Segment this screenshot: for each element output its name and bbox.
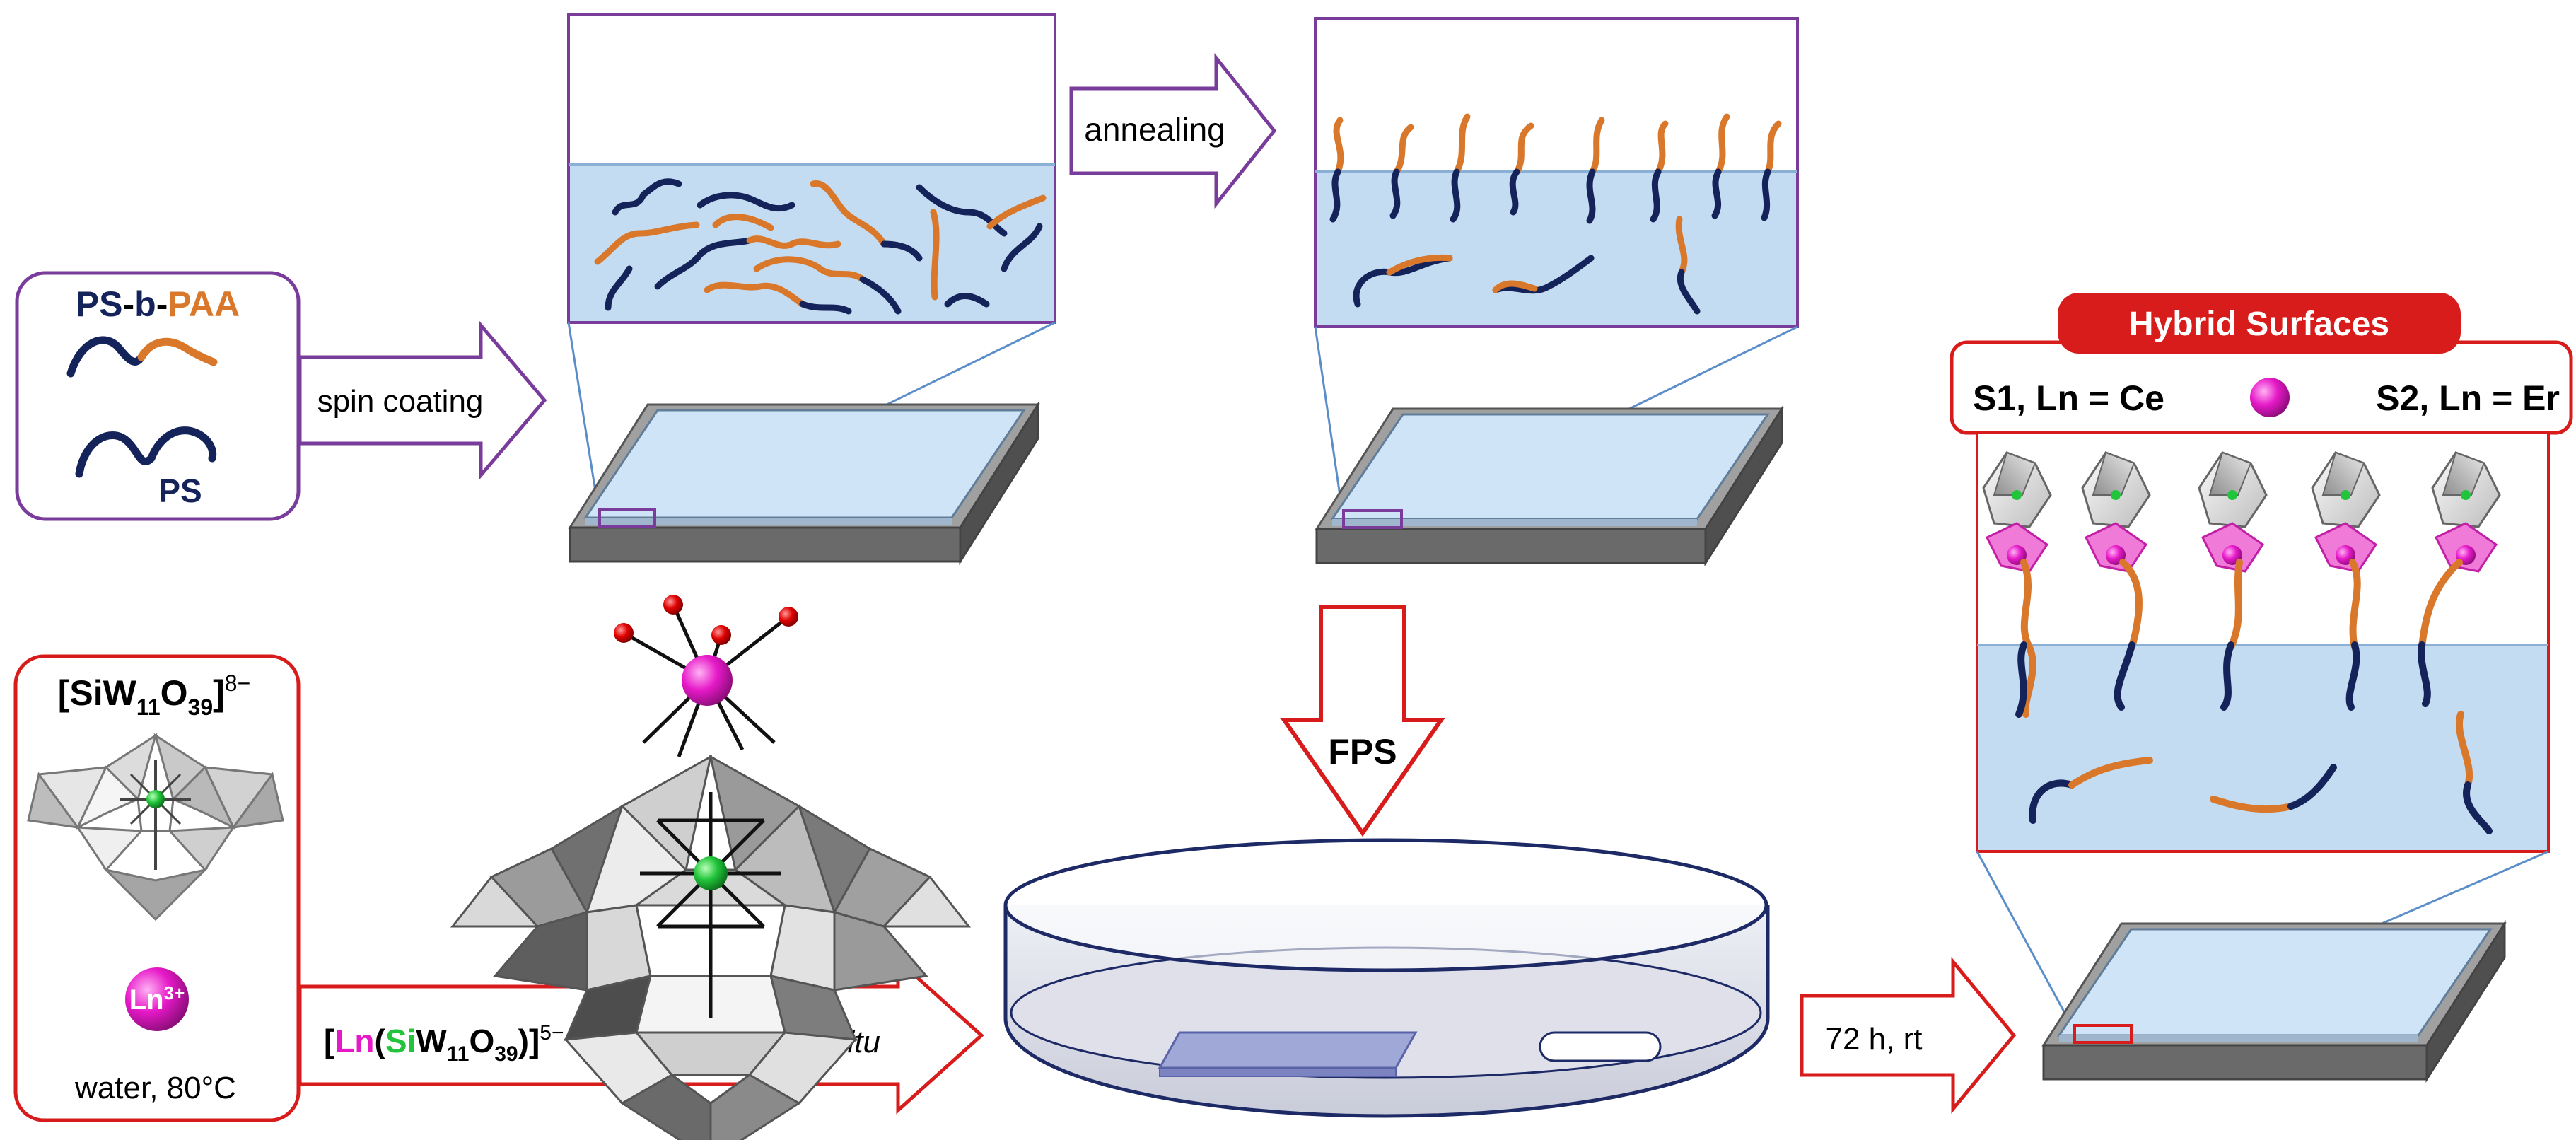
anchored-pom-1: [1982, 451, 2052, 718]
zoom-line: [1976, 851, 2077, 1033]
hybrid-title: Hybrid Surfaces: [2129, 306, 2389, 343]
s2-label: S2, Ln = Er: [2376, 378, 2560, 418]
zoom-line: [567, 322, 601, 518]
anchored-pom-2: [2081, 451, 2151, 711]
substrate-1: [568, 400, 1040, 566]
copolymer-title: PS-b-PAA: [76, 284, 240, 324]
oxygen-atom-icon: [711, 625, 731, 645]
silicon-atom-icon: [146, 790, 165, 808]
ln-pom-formula: [Ln(SiW11O39)]5−: [324, 1021, 564, 1066]
petri-dish: [1003, 838, 1770, 1118]
silicotungstate-formula: [SiW11O39]8−: [58, 670, 251, 720]
ln-pom-structure: [450, 595, 972, 1140]
spin-coating-arrow: spin coating: [298, 320, 547, 480]
lanthanide-ion-label: Ln3+: [129, 982, 185, 1016]
oxygen-atom-icon: [779, 607, 798, 627]
fps-label: FPS: [1328, 732, 1397, 772]
annealing-label: annealing: [1084, 111, 1225, 148]
s1-label: S1, Ln = Ce: [1973, 378, 2164, 418]
ps-chain-icon: [75, 426, 217, 478]
anchored-pom-4: [2311, 451, 2381, 711]
incubation-arrow: 72 h, rt: [1800, 957, 2017, 1114]
lanthanide-ion-icon: [125, 967, 189, 1031]
spin-coating-label: spin coating: [317, 384, 484, 419]
lanthanide-atom-icon: [682, 655, 733, 706]
ps-label: PS: [158, 472, 202, 509]
annealing-arrow: annealing: [1069, 52, 1277, 209]
paa-block-icon: [137, 337, 218, 366]
anchored-pom-3: [2198, 451, 2268, 711]
copolymer-legend-box: PS-b-PAA PS: [15, 271, 301, 521]
reaction-conditions: water, 80°C: [74, 1071, 236, 1105]
film-zoom-annealed: [1314, 17, 1799, 328]
incubation-label: 72 h, rt: [1826, 1022, 1923, 1057]
hybrid-surfaces-panel: Hybrid Surfaces S1, Ln = Ce S2, Ln = Er: [1950, 293, 2573, 853]
oxygen-atom-icon: [614, 623, 634, 643]
lanthanide-legend-icon: [2250, 378, 2290, 417]
substrate-3: [2041, 919, 2507, 1083]
anchored-pom-5: [2418, 451, 2501, 707]
ps-b-paa-chain-icon: [66, 336, 146, 378]
central-silicon-atom-icon: [694, 856, 728, 890]
substrate-in-dish: [1158, 1031, 1418, 1069]
fps-arrow: FPS: [1280, 605, 1445, 837]
zoom-line: [1314, 326, 1345, 520]
film-zoom-disordered: [567, 13, 1056, 324]
hybrid-title-badge: [2058, 293, 2461, 354]
oxygen-atom-icon: [663, 595, 683, 615]
substrate-2: [1315, 405, 1784, 567]
stir-bar-icon: [1539, 1031, 1662, 1062]
pom-precursor-box: [SiW11O39]8− Ln3+ water, 80°C: [13, 654, 301, 1122]
